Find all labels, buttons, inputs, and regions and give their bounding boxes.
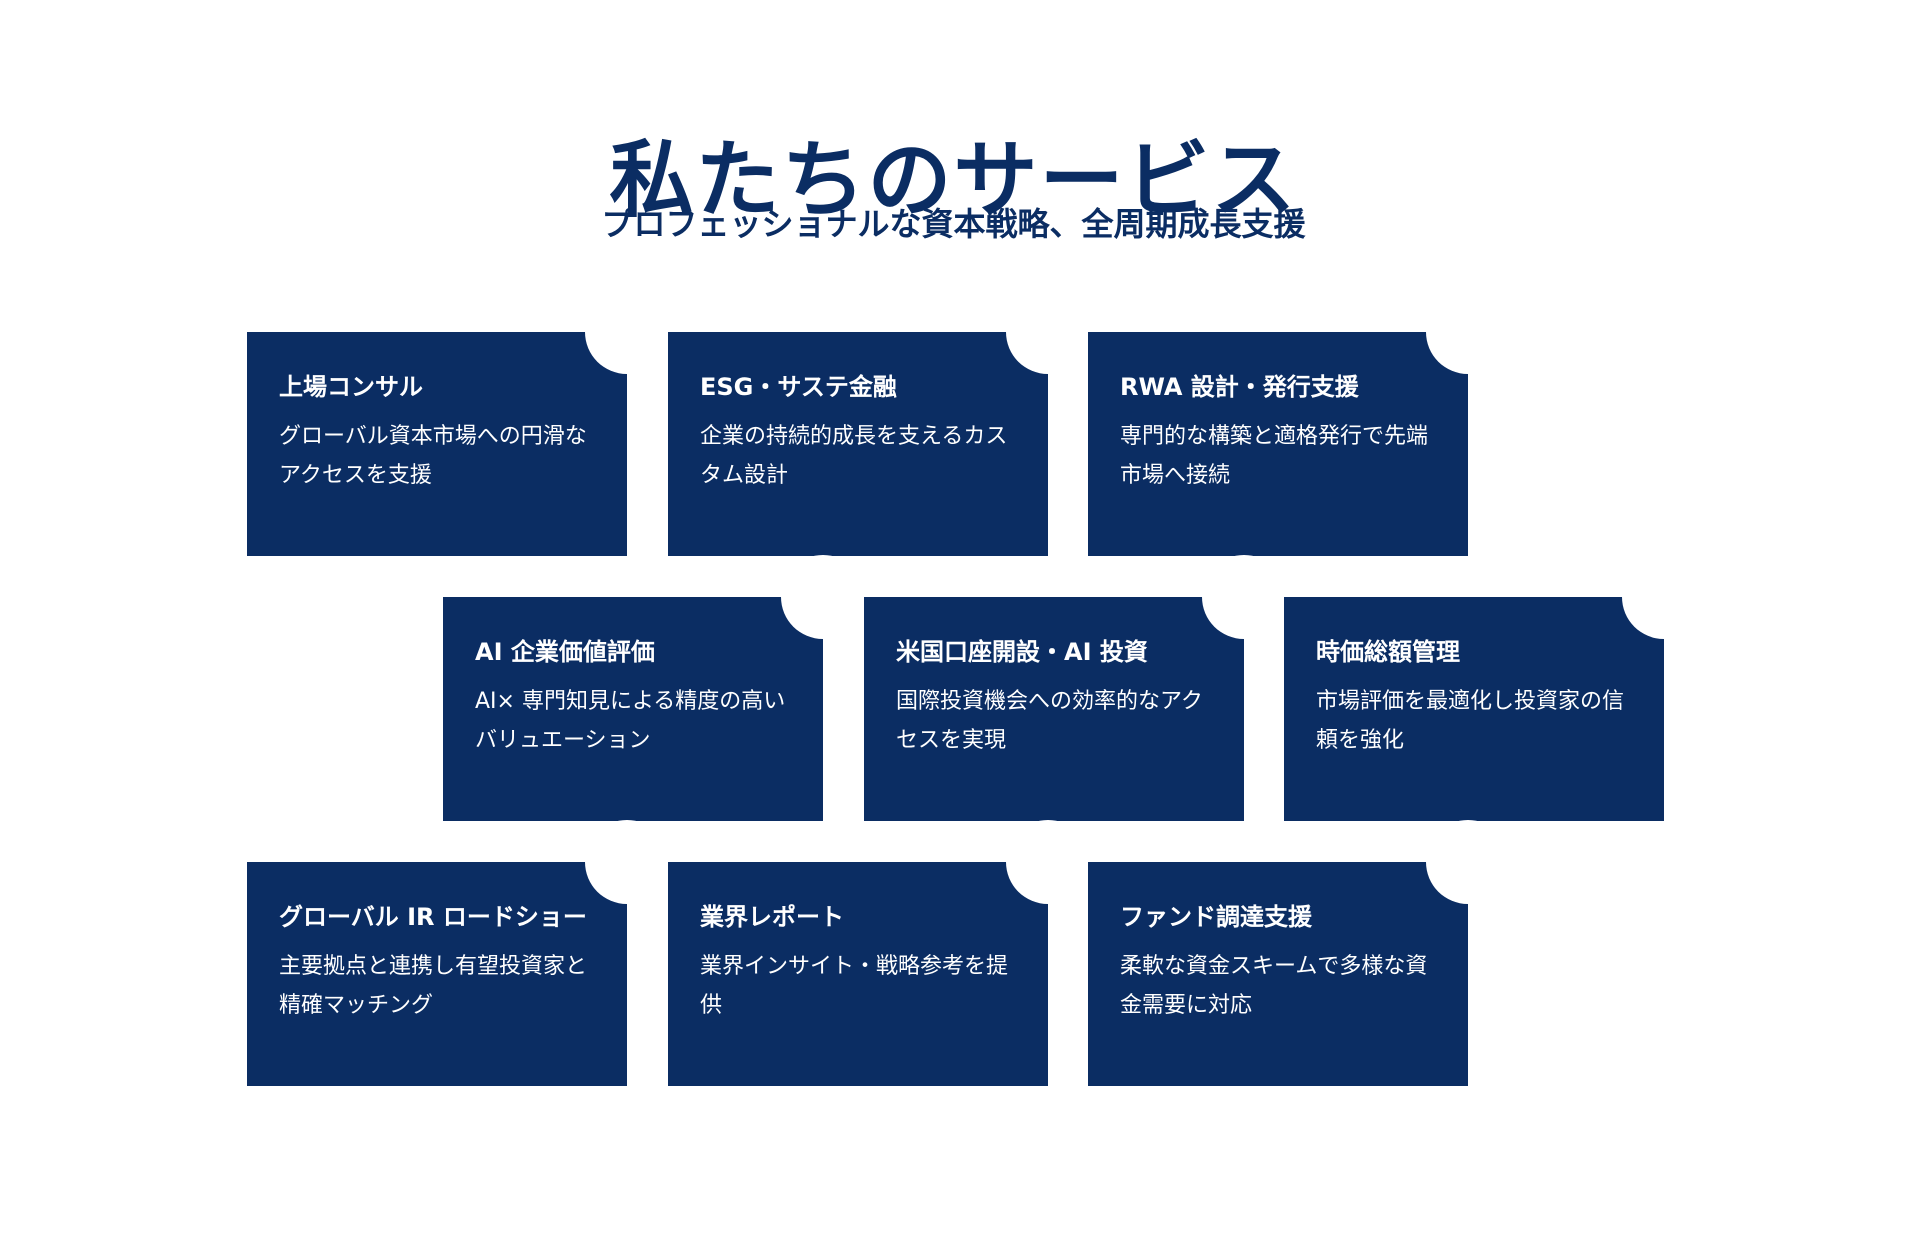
service-card-ai-valuation[interactable]: AI 企業価値評価 AI× 専門知見による精度の高いバリュエーション <box>443 555 865 821</box>
card-description: 市場評価を最適化し投資家の信頼を強化 <box>1316 689 1625 754</box>
card-description: AI× 専門知見による精度の高いバリュエーション <box>475 689 786 754</box>
service-card-market-cap-management[interactable]: 時価総額管理 市場評価を最適化し投資家の信頼を強化 <box>1284 555 1706 821</box>
card-description: 企業の持続的成長を支えるカスタム設計 <box>700 424 1008 489</box>
page-subtitle: プロフェッショナルな資本戦略、全周期成長支援 <box>601 205 1306 243</box>
card-title: 業界レポート <box>700 903 844 931</box>
card-title: 米国口座開設・AI 投資 <box>896 638 1148 666</box>
card-title: ESG・サステ金融 <box>700 373 897 401</box>
card-title: ファンド調達支援 <box>1120 903 1312 931</box>
card-title: 時価総額管理 <box>1316 638 1460 666</box>
card-title: AI 企業価値評価 <box>475 638 655 666</box>
service-card-fund-raising[interactable]: ファンド調達支援 柔軟な資金スキームで多様な資金需要に対応 <box>1088 820 1510 1086</box>
card-description: 主要拠点と連携し有望投資家と精確マッチング <box>279 954 588 1019</box>
card-description: 国際投資機会への効率的なアクセスを実現 <box>896 689 1203 754</box>
service-card-global-ir-roadshow[interactable]: グローバル IR ロードショー 主要拠点と連携し有望投資家と精確マッチング <box>247 820 669 1086</box>
card-description: 専門的な構築と適格発行で先端市場へ接続 <box>1120 424 1429 489</box>
card-description: 業界インサイト・戦略参考を提供 <box>700 954 1009 1019</box>
card-description: 柔軟な資金スキームで多様な資金需要に対応 <box>1120 954 1428 1019</box>
service-card-industry-report[interactable]: 業界レポート 業界インサイト・戦略参考を提供 <box>668 820 1090 1086</box>
card-title: 上場コンサル <box>279 373 423 401</box>
service-card-listing-consulting[interactable]: 上場コンサル グローバル資本市場への円滑なアクセスを支援 <box>247 290 669 556</box>
card-title: RWA 設計・発行支援 <box>1120 373 1359 401</box>
card-description: グローバル資本市場への円滑なアクセスを支援 <box>279 424 587 489</box>
service-card-esg-finance[interactable]: ESG・サステ金融 企業の持続的成長を支えるカスタム設計 <box>668 290 1090 556</box>
service-card-rwa-issuance[interactable]: RWA 設計・発行支援 専門的な構築と適格発行で先端市場へ接続 <box>1088 290 1510 556</box>
card-title: グローバル IR ロードショー <box>279 903 587 931</box>
service-card-us-account-ai-investment[interactable]: 米国口座開設・AI 投資 国際投資機会への効率的なアクセスを実現 <box>864 555 1286 821</box>
page-title: 私たちのサービス <box>609 131 1298 230</box>
